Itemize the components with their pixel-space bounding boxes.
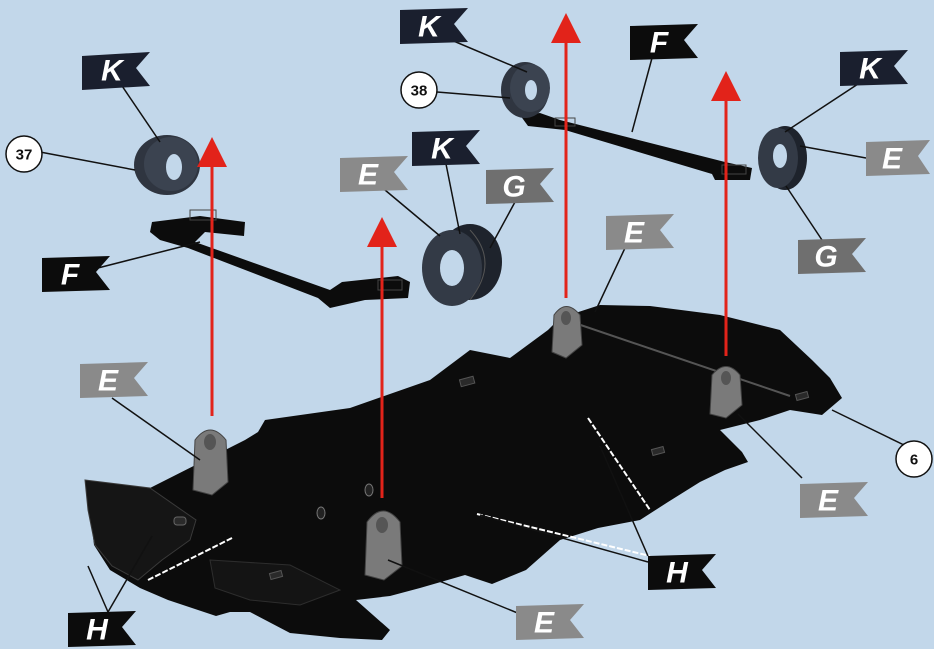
flag-k-front-right: K [412,130,480,166]
upright-front-left [193,430,228,495]
callout-6: 6 [896,441,932,477]
flag-k-rear-right: K [840,50,908,86]
flag-e-label: E [534,607,555,640]
flag-e-rear-left-upright: E [606,214,674,250]
callout-38-label: 38 [411,83,428,100]
callout-37: 37 [6,136,42,172]
callout-6-label: 6 [910,452,918,469]
flag-e-label: E [624,217,645,250]
front-right-wheel [422,224,502,306]
flag-g-label: G [814,241,837,274]
flag-e-rear-right-upright: E [800,482,868,518]
flag-h-left: H [68,611,136,647]
rear-left-wheel [501,62,550,118]
flag-e-front-left-upright: E [80,362,148,398]
flag-e-front-wheel: E [340,156,408,192]
flag-h-label: H [666,557,689,590]
callout-38: 38 [401,72,437,108]
flag-e-label: E [818,485,839,518]
flag-k-label: K [101,55,125,88]
front-left-wheel [134,135,200,195]
flag-e-rear-wheel: E [866,140,930,176]
flag-g-label: G [502,171,525,204]
callout-37-label: 37 [16,147,33,164]
flag-k-label: K [859,53,883,86]
flag-k-label: K [418,11,442,44]
front-axle-bar [150,210,410,308]
flag-e-front-right-upright: E [516,604,584,640]
flag-k-rear-left: K [400,8,468,44]
rear-right-wheel [758,126,807,190]
flag-k-label: K [431,133,455,166]
flag-h-right: H [648,554,716,590]
flag-g-front-wheel: G [486,168,554,204]
flag-e-label: E [882,143,903,176]
flag-f-label: F [650,27,669,60]
flag-f-front: F [42,256,110,292]
flag-f-rear: F [630,24,698,60]
flag-e-label: E [358,159,379,192]
rear-axle-bar [520,113,752,180]
upright-front-right [365,511,402,580]
flag-g-rear-wheel: G [798,238,866,274]
flag-e-label: E [98,365,119,398]
flag-f-label: F [61,259,80,292]
flag-k-front-left: K [82,52,150,90]
flag-h-label: H [86,614,109,647]
